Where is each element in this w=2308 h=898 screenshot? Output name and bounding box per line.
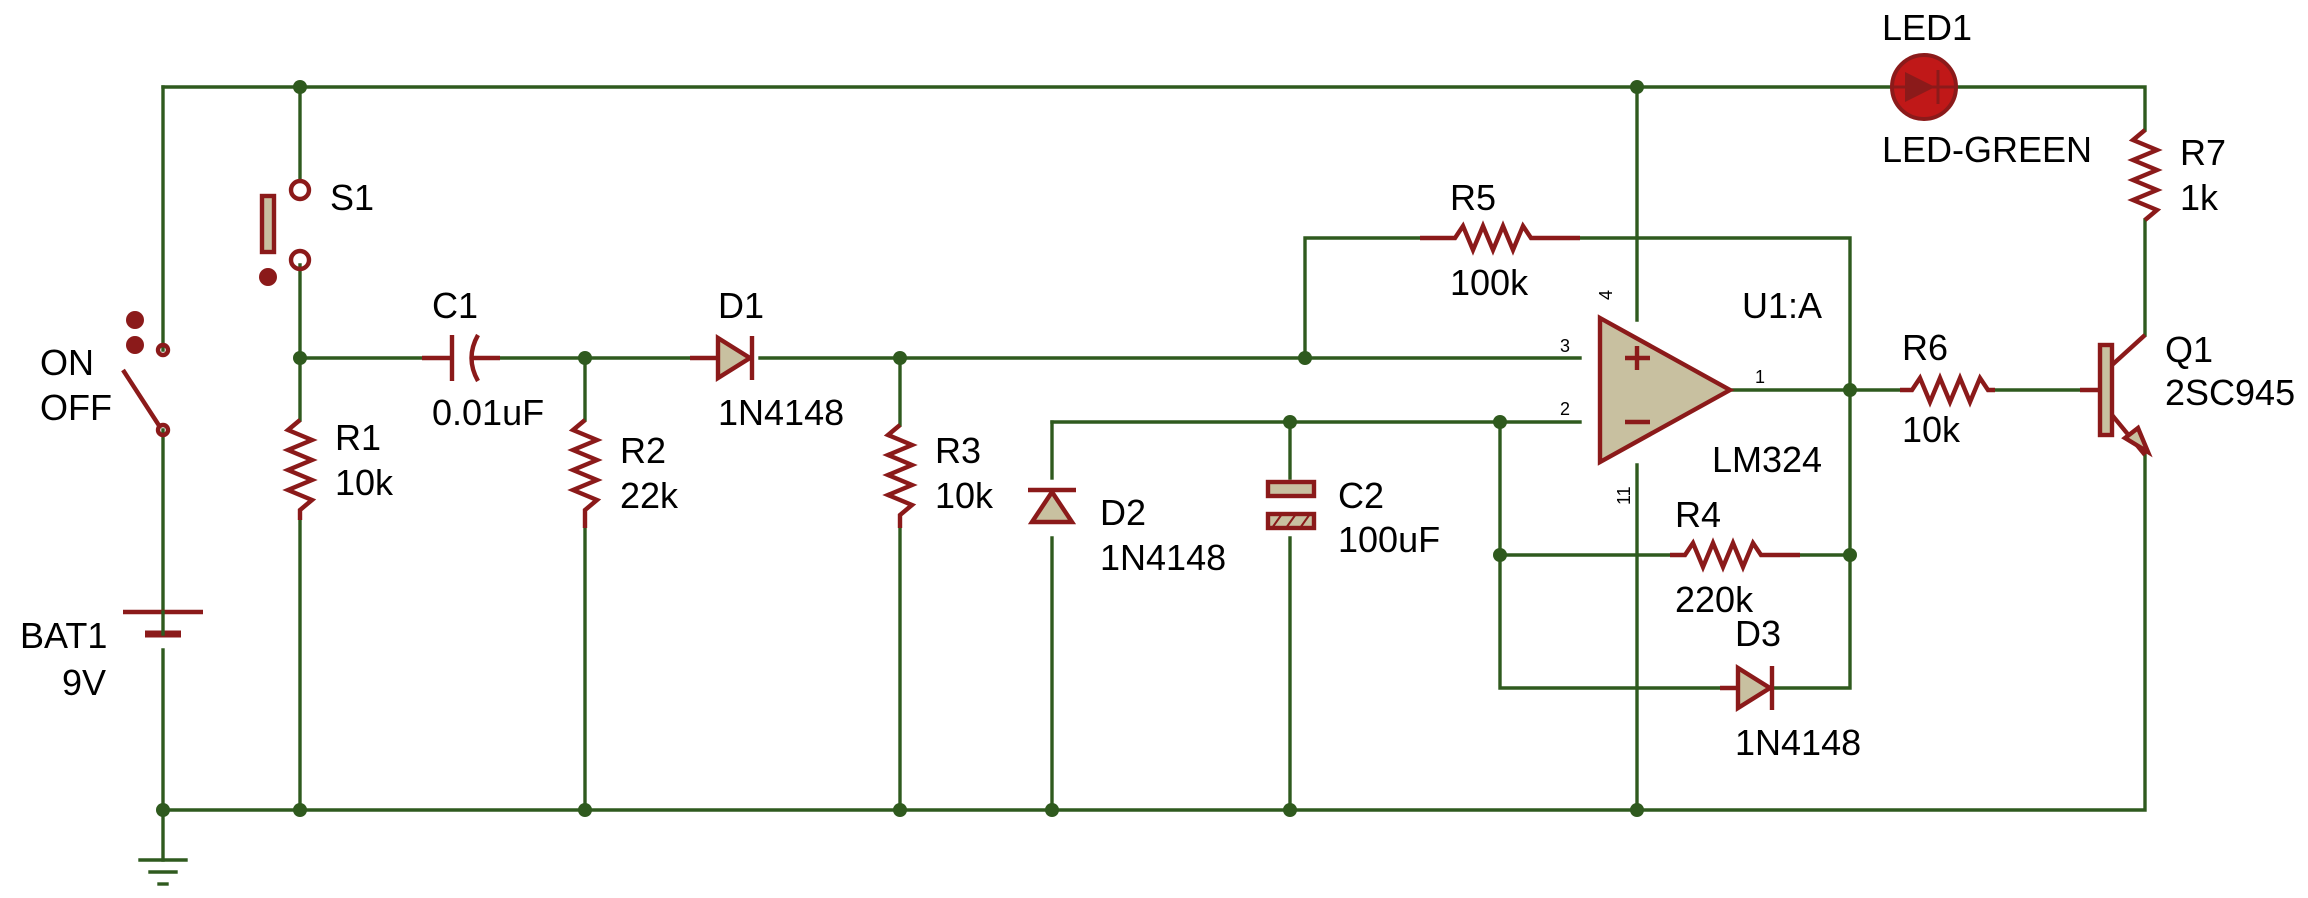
junction: [1493, 548, 1507, 562]
u1-pin3: 3: [1560, 336, 1570, 356]
resistor-r5: R5 100k: [1420, 177, 1580, 303]
diode-d2: D2 1N4148: [1027, 487, 1226, 578]
battery-bat1: BAT1 9V: [20, 609, 203, 703]
r4-ref: R4: [1675, 494, 1721, 535]
junction: [893, 351, 907, 365]
r5-value: 100k: [1450, 262, 1529, 303]
junction: [1843, 548, 1857, 562]
junction: [156, 803, 170, 817]
s1-ref: S1: [330, 177, 374, 218]
d2-value: 1N4148: [1100, 537, 1226, 578]
c1-ref: C1: [432, 285, 478, 326]
resistor-r6: R6 10k: [1900, 327, 1995, 450]
power-switch: ON OFF: [40, 311, 171, 438]
led-led1: LED1 LED-GREEN: [1882, 7, 2092, 170]
resistor-r1: R1 10k: [282, 417, 394, 520]
junction: [578, 351, 592, 365]
switch-off-label: OFF: [40, 387, 112, 428]
r6-ref: R6: [1902, 327, 1948, 368]
resistor-r4: R4 220k: [1670, 494, 1800, 620]
junction: [1298, 351, 1312, 365]
r2-value: 22k: [620, 475, 679, 516]
capacitor-c1: C1 0.01uF: [422, 285, 544, 433]
d2-ref: D2: [1100, 492, 1146, 533]
u1-pin1: 1: [1755, 367, 1765, 387]
u1-pin2: 2: [1560, 399, 1570, 419]
r7-ref: R7: [2180, 132, 2226, 173]
junction-dots: [156, 80, 1857, 817]
q1-ref: Q1: [2165, 329, 2213, 370]
junction: [293, 351, 307, 365]
resistor-r7: R7 1k: [2127, 128, 2226, 222]
diode-d3: D3 1N4148: [1720, 613, 1861, 763]
junction: [1630, 80, 1644, 94]
junction: [1843, 383, 1857, 397]
r2-ref: R2: [620, 430, 666, 471]
r3-ref: R3: [935, 430, 981, 471]
r7-value: 1k: [2180, 177, 2219, 218]
ground-symbol: [138, 858, 188, 886]
u1-pin4: 4: [1596, 290, 1616, 300]
d1-ref: D1: [718, 285, 764, 326]
resistor-r2: R2 22k: [567, 418, 679, 528]
d3-ref: D3: [1735, 613, 1781, 654]
diode-d1: D1 1N4148: [690, 285, 844, 433]
r1-ref: R1: [335, 417, 381, 458]
d3-value: 1N4148: [1735, 722, 1861, 763]
junction: [293, 803, 307, 817]
u1-value: LM324: [1712, 439, 1822, 480]
c1-value: 0.01uF: [432, 392, 544, 433]
r5-ref: R5: [1450, 177, 1496, 218]
r1-value: 10k: [335, 462, 394, 503]
q1-value: 2SC945: [2165, 372, 2295, 413]
capacitor-c2: C2 100uF: [1265, 475, 1440, 560]
junction: [293, 80, 307, 94]
junction: [1493, 415, 1507, 429]
led1-value: LED-GREEN: [1882, 129, 2092, 170]
d1-value: 1N4148: [718, 392, 844, 433]
junction: [1283, 415, 1297, 429]
pushbutton-s1: S1: [259, 177, 374, 286]
junction: [1283, 803, 1297, 817]
junction: [1630, 803, 1644, 817]
opamp-u1a: 3 2 1 4 11 U1:A LM324: [1560, 285, 1822, 505]
switch-on-label: ON: [40, 342, 94, 383]
c2-ref: C2: [1338, 475, 1384, 516]
r6-value: 10k: [1902, 409, 1961, 450]
c2-value: 100uF: [1338, 519, 1440, 560]
wires: [161, 85, 2147, 862]
u1-pin11: 11: [1614, 486, 1634, 505]
resistor-r3: R3 10k: [882, 423, 994, 528]
junction: [893, 803, 907, 817]
led1-ref: LED1: [1882, 7, 1972, 48]
bat1-ref: BAT1: [20, 615, 107, 656]
r3-value: 10k: [935, 475, 994, 516]
transistor-q1: Q1 2SC945: [2080, 329, 2295, 458]
r4-value: 220k: [1675, 579, 1754, 620]
junction: [578, 803, 592, 817]
u1-ref: U1:A: [1742, 285, 1822, 326]
junction: [1045, 803, 1059, 817]
bat1-value: 9V: [62, 662, 106, 703]
